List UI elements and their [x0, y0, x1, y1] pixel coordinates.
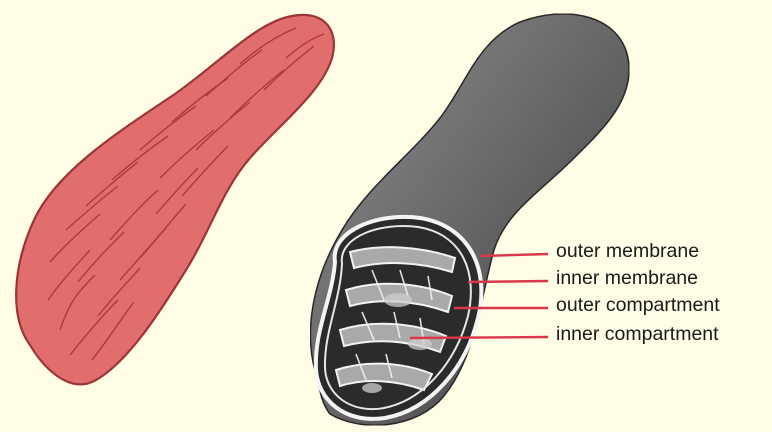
leader-line-inner-membrane	[468, 281, 548, 282]
whole-mitochondrion-body	[16, 15, 334, 384]
whole-mitochondrion	[16, 15, 334, 384]
label-inner-membrane: inner membrane	[556, 269, 698, 289]
label-inner-compartment: inner compartment	[556, 325, 719, 345]
leader-line-inner-compartment	[410, 337, 548, 338]
cutaway-mitochondrion	[300, 14, 629, 430]
label-outer-compartment: outer compartment	[556, 296, 720, 316]
label-outer-membrane: outer membrane	[556, 242, 699, 262]
